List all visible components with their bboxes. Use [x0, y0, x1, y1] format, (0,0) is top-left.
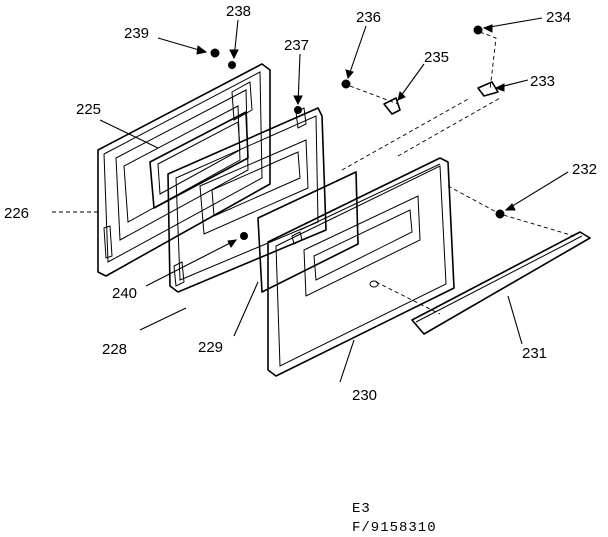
label-238: 238: [226, 3, 251, 20]
screw-238: [228, 61, 236, 69]
label-239: 239: [124, 25, 149, 42]
screw-237: [294, 106, 302, 114]
label-236: 236: [356, 9, 381, 26]
caption-line-1: E3: [352, 501, 371, 517]
part-230-outer-door: [267, 157, 455, 377]
screw-234: [473, 25, 483, 35]
label-240: 240: [112, 285, 137, 302]
label-232: 232: [572, 161, 597, 178]
label-237: 237: [284, 37, 309, 54]
part-231-handle: [411, 231, 591, 335]
label-230: 230: [352, 387, 377, 404]
label-226: 226: [4, 205, 29, 222]
label-228: 228: [102, 341, 127, 358]
label-229: 229: [198, 339, 223, 356]
label-233: 233: [530, 73, 555, 90]
screw-236: [341, 79, 351, 89]
arrowheads: [196, 24, 516, 248]
bracket-235: [383, 97, 401, 115]
label-234: 234: [546, 9, 571, 26]
hardware: [210, 25, 505, 240]
leader-lines: [99, 17, 569, 383]
caption-line-2: F/9158310: [352, 520, 437, 536]
label-231: 231: [522, 345, 547, 362]
label-225: 225: [76, 101, 101, 118]
part-226-door-liner: [97, 63, 271, 277]
callout-labels: 225 226 228 229 230 231 232 233 234 235 …: [4, 3, 597, 404]
assembly-lines: [52, 31, 575, 315]
screw-240: [240, 232, 248, 240]
clip-233: [477, 81, 499, 97]
screw-239: [210, 48, 220, 58]
part-229-glass: [257, 171, 359, 293]
label-235: 235: [424, 49, 449, 66]
figure-caption: E3 F/9158310: [352, 501, 437, 536]
